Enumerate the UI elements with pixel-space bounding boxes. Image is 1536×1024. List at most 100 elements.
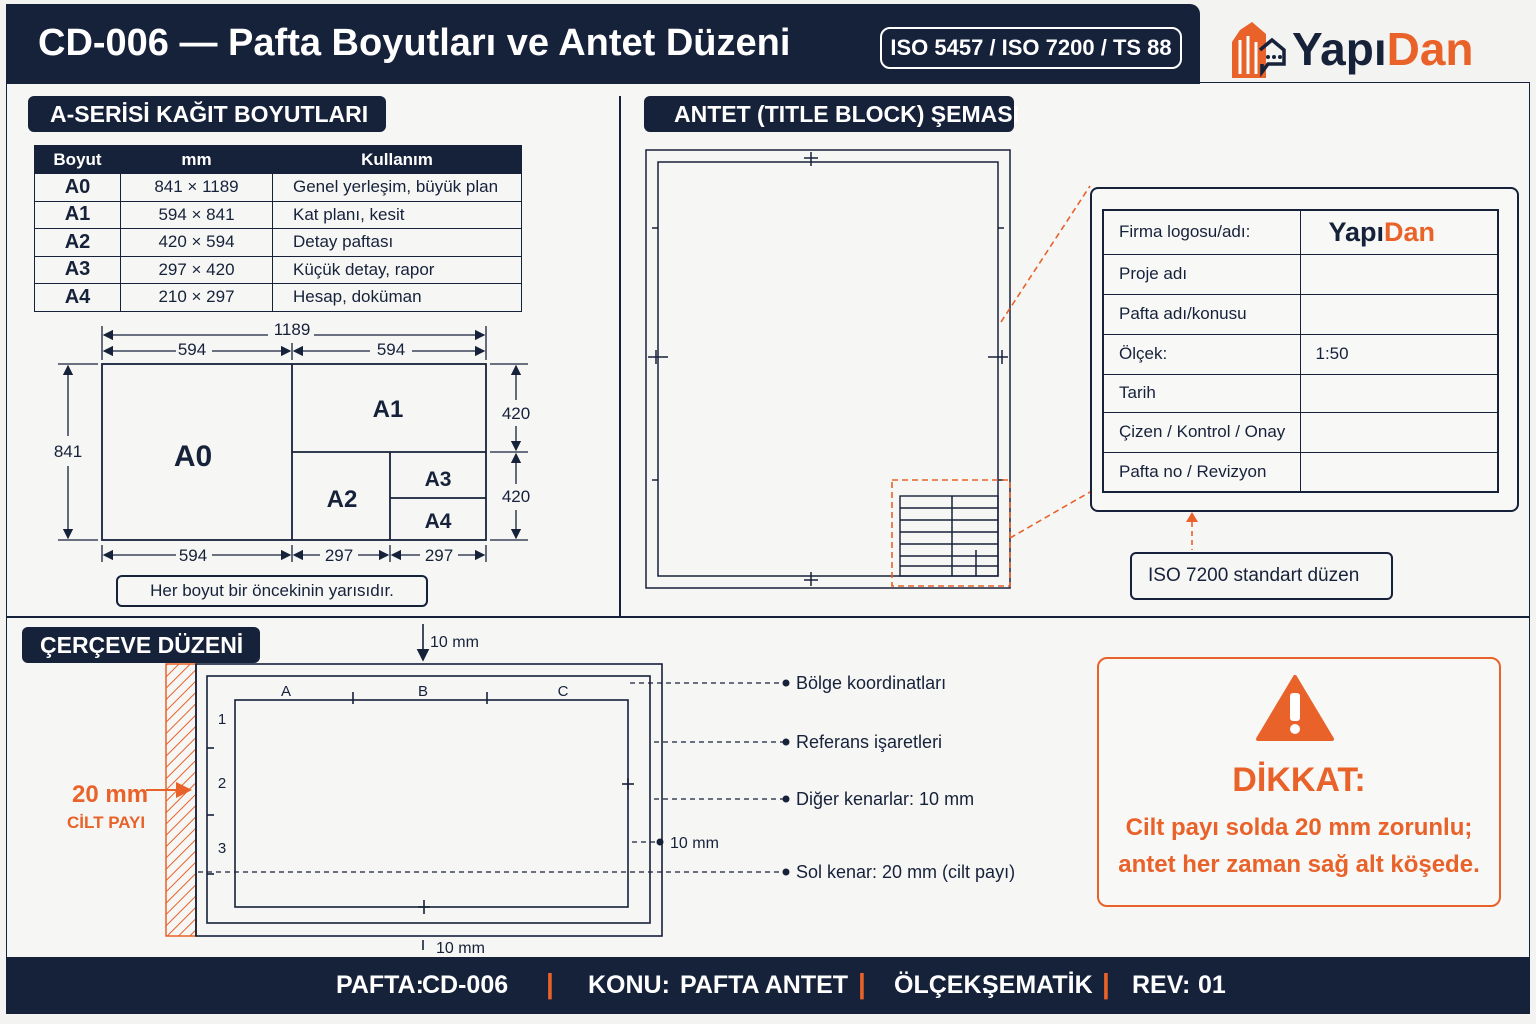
dimension-right-top: 420 (502, 404, 530, 423)
footer-olcek-value: ŞEMATİK (982, 971, 1093, 999)
footer-rev-label: REV: (1132, 971, 1191, 999)
size-cell: A0 (34, 173, 121, 202)
dimension-bottom-a0: 594 (179, 546, 207, 565)
brand-name: YapıDan (1292, 22, 1474, 76)
footer-olcek-label: ÖLÇEK: (894, 971, 990, 999)
title-block-table: Firma logosu/adı: YapıDan Proje adı Paft… (1102, 209, 1499, 493)
callout-arrow (1186, 512, 1198, 550)
footer-pafta-label: PAFTA: (336, 971, 424, 999)
dimension-half-left: 594 (178, 340, 206, 359)
zone-column-c: C (558, 683, 569, 700)
footer-konu-label: KONU: (588, 971, 670, 999)
column-header-mm: mm (120, 145, 273, 174)
usage-cell: Küçük detay, rapor (272, 255, 522, 284)
footer-separator: | (858, 968, 866, 999)
usage-cell: Detay paftası (272, 228, 522, 257)
horizontal-divider (6, 616, 1530, 618)
frame-layout-diagram: A B C 1 2 3 10 mm 10 mm 10 mm Bölge koor… (67, 624, 1015, 957)
footer-pafta-value: CD-006 (422, 971, 509, 999)
dimension-height: 841 (54, 442, 82, 461)
mm-cell: 594 × 841 (120, 200, 273, 229)
title-block-value (1299, 253, 1499, 295)
frame-layout-heading-text: ÇERÇEVE DÜZENİ (40, 631, 244, 658)
paper-subdivision-diagram: 1189 594 594 841 420 420 594 297 297 A0 … (54, 320, 530, 565)
footer-bar: PAFTA: CD-006 | KONU: PAFTA ANTET | ÖLÇE… (6, 958, 1530, 1014)
dimension-bottom-a3: 297 (425, 546, 453, 565)
usage-cell: Kat planı, kesit (272, 200, 522, 229)
title-block-value (1299, 451, 1499, 493)
title-block-row: Pafta no / Revizyon (1102, 451, 1499, 493)
title-block-row: Tarih (1102, 373, 1499, 413)
usage-cell: Hesap, doküman (272, 283, 522, 312)
iso-standard-note: ISO 7200 standart düzen (1130, 552, 1393, 600)
brand-logo (1232, 22, 1286, 78)
table-header-row: Boyut mm Kullanım (34, 145, 522, 174)
title-block-value (1299, 293, 1499, 335)
header-bar (6, 4, 1200, 84)
binding-margin-hatch (165, 663, 197, 937)
title-block-value (1299, 411, 1499, 453)
title-block-row: Proje adı (1102, 253, 1499, 295)
zone-column-b: B (418, 683, 428, 700)
column-header-size: Boyut (34, 145, 121, 174)
iso-standard-note-text: ISO 7200 standart düzen (1148, 565, 1360, 586)
bottom-margin-label: 10 mm (436, 940, 485, 957)
warning-title: DİKKAT: (1232, 761, 1366, 799)
right-margin-label: 10 mm (670, 835, 719, 852)
mm-cell: 841 × 1189 (120, 173, 273, 202)
binding-label: CİLT PAYI (67, 813, 145, 832)
size-cell: A2 (34, 228, 121, 257)
mm-cell: 297 × 420 (120, 255, 273, 284)
a0-label: A0 (174, 440, 212, 473)
dimension-right-bottom: 420 (502, 487, 530, 506)
page-title: CD-006 — Pafta Boyutları ve Antet Düzeni (38, 22, 791, 64)
frame-layout-heading: ÇERÇEVE DÜZENİ (22, 627, 260, 663)
zone-row-2: 2 (218, 775, 226, 792)
halving-note-text: Her boyut bir öncekinin yarısıdır. (150, 581, 394, 600)
title-block-label: Proje adı (1102, 253, 1301, 295)
title-block-label: Ölçek: (1102, 333, 1301, 375)
warning-line-1: Cilt payı solda 20 mm zorunlu; (1125, 814, 1473, 841)
title-block-row: Ölçek:1:50 (1102, 333, 1499, 375)
title-block-label: Pafta no / Revizyon (1102, 451, 1301, 493)
title-block-value (1299, 373, 1499, 413)
building-logo-icon (1232, 22, 1286, 78)
title-block-row: Çizen / Kontrol / Onay (1102, 411, 1499, 453)
a2-label: A2 (327, 486, 358, 513)
warning-triangle-icon (1256, 675, 1334, 741)
title-block-label: Çizen / Kontrol / Onay (1102, 411, 1301, 453)
title-block-label: Firma logosu/adı: (1102, 209, 1301, 255)
title-block-heading-text: ANTET (TITLE BLOCK) ŞEMASI (674, 100, 1019, 127)
title-block-logo-part2: Dan (1384, 216, 1436, 247)
warning-box: DİKKAT: Cilt payı solda 20 mm zorunlu; a… (1097, 657, 1501, 907)
a1-label: A1 (373, 396, 404, 423)
standards-badge: ISO 5457 / ISO 7200 / TS 88 (880, 27, 1182, 69)
a3-label: A3 (425, 468, 452, 491)
column-header-usage: Kullanım (272, 145, 522, 174)
callout-reference-marks: Referans işaretleri (796, 732, 942, 752)
halving-note: Her boyut bir öncekinin yarısıdır. (116, 575, 428, 607)
title-block-label: Tarih (1102, 373, 1301, 413)
mini-title-block (899, 495, 999, 577)
footer-konu-value: PAFTA ANTET (680, 971, 849, 999)
dimension-total-width: 1189 (274, 320, 311, 339)
size-cell: A1 (34, 200, 121, 229)
title-block-row: Pafta adı/konusu (1102, 293, 1499, 335)
footer-separator: | (546, 968, 554, 999)
callout-other-edges: Diğer kenarlar: 10 mm (796, 789, 974, 809)
footer-rev-value: 01 (1198, 971, 1226, 999)
zone-row-3: 3 (218, 840, 226, 857)
mm-cell: 420 × 594 (120, 228, 273, 257)
size-cell: A4 (34, 283, 121, 312)
sheet-schematic (645, 149, 1091, 589)
binding-value: 20 mm (72, 781, 148, 808)
paper-sizes-heading-text: A-SERİSİ KAĞIT BOYUTLARI (50, 100, 369, 127)
title-block-value: 1:50 (1299, 333, 1499, 375)
zone-column-a: A (281, 683, 291, 700)
